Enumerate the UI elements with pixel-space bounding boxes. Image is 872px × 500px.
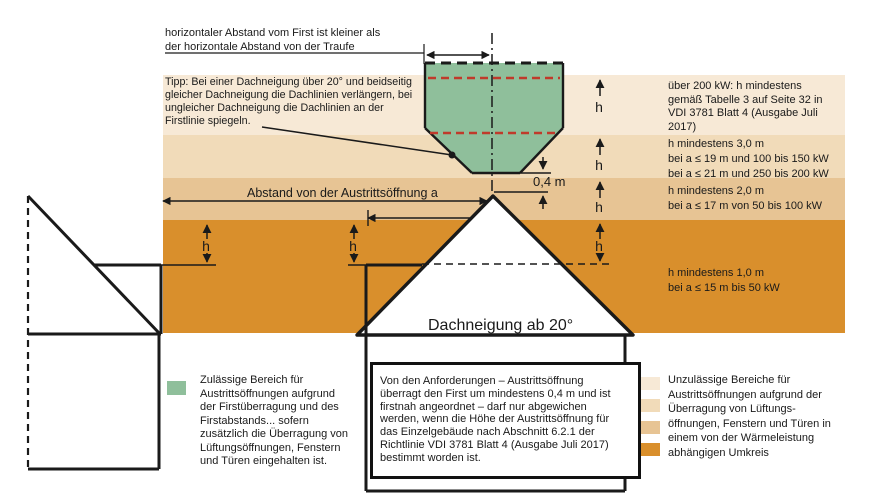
zone2-line: bei a ≤ 19 m und 100 bis 150 kW (668, 153, 829, 165)
legend-allowed-line: Lüftungsöffnungen, Fenstern (200, 441, 341, 454)
requirement-line: das Einzelgebäude nach Abschnitt 6.2.1 d… (380, 426, 595, 439)
requirement-line: überragt den First um mindestens 0,4 m u… (380, 387, 611, 400)
requirement-line: firstnah angeordnet – darf nur abgewiche… (380, 400, 587, 413)
tip-line: Tipp: Bei einer Dachneigung über 20° und… (165, 76, 412, 88)
h-label-mid: h (349, 238, 357, 254)
legend-allowed-line: Firstabstands... sofern (200, 414, 309, 427)
zone2-label: h mindestens 3,0 m bei a ≤ 19 m und 100 … (668, 137, 829, 182)
zone1-line: 2017) (668, 120, 697, 133)
legend-forbidden-line: einem von der Wärmeleistung (668, 432, 815, 444)
zone4-line: h mindestens 1,0 m (668, 267, 764, 279)
legend-allowed-swatch (167, 381, 186, 395)
legend-band4-swatch (641, 443, 660, 456)
legend-band1-swatch (641, 377, 660, 390)
h-label-band2: h (595, 157, 603, 173)
zone1-label: über 200 kW: h mindestens gemäß Tabelle … (668, 80, 823, 134)
center-house-roof (355, 194, 635, 337)
legend-allowed-line: Austrittsöffnungen aufgrund (200, 387, 335, 400)
top-note: horizontaler Abstand vom First ist klein… (165, 27, 380, 54)
zone3-line: h mindestens 2,0 m (668, 185, 764, 197)
zone3-line: bei a ≤ 17 m von 50 bis 100 kW (668, 200, 823, 212)
legend-swatches (167, 377, 660, 456)
requirement-line: Richtlinie VDI 3781 Blatt 4 (Ausgabe Jul… (380, 438, 609, 451)
legend-forbidden-line: Überragung von Lüftungs- (668, 403, 796, 415)
zone2-line: h mindestens 3,0 m (668, 138, 764, 150)
legend-allowed-line: zusätzlich die Überragung von (200, 428, 348, 440)
h-label-band1: h (595, 99, 603, 115)
legend-forbidden-line: abhängigen Umkreis (668, 446, 769, 459)
allowed-area-fill (425, 63, 563, 173)
allowed-area-right-chamfer (519, 127, 564, 174)
requirement-line: Von den Anforderungen – Austrittsöffnung (380, 375, 584, 387)
zone1-line: über 200 kW: h mindestens (668, 80, 802, 92)
h-dimension-arrows (202, 79, 605, 263)
ridge-clearance-label: 0,4 m (533, 174, 566, 189)
tip-line: ungleicher Dachneigung die Dachlinien an… (165, 102, 384, 114)
h-label-band3: h (595, 199, 603, 215)
legend-allowed-line: Zulässige Bereich für (200, 374, 304, 386)
requirement-box: Von den Anforderungen – Austrittsöffnung… (370, 362, 641, 479)
zone1-line: gemäß Tabelle 3 auf Seite 32 in (668, 93, 823, 106)
ridge-offset-dimension (165, 44, 490, 64)
h-label-left: h (202, 238, 210, 254)
tip-pointer-line (261, 126, 453, 156)
legend-band3-swatch (641, 421, 660, 434)
h-label-band4: h (595, 238, 603, 254)
legend-allowed-line: der Firstüberragung und des (200, 401, 339, 413)
distance-a-dimension (162, 196, 488, 226)
allowed-outlet-area (423, 61, 565, 175)
top-note-line: der horizontale Abstand von der Traufe (165, 40, 355, 53)
legend-band2-swatch (641, 399, 660, 412)
legend-allowed-line: und Türen eingehalten ist. (200, 455, 327, 467)
zone3-label: h mindestens 2,0 m bei a ≤ 17 m von 50 b… (668, 184, 822, 214)
zone4-label: h mindestens 1,0 m bei a ≤ 15 m bis 50 k… (668, 266, 780, 296)
legend-forbidden-line: öffnungen, Fenstern und Türen in (668, 417, 831, 430)
tip-pointer-dot (448, 151, 456, 159)
h-labels: h h h h h h (202, 99, 603, 254)
legend-forbidden-text: Unzulässige Bereiche für Austrittsöffnun… (668, 373, 831, 460)
allowed-area-left-chamfer (424, 127, 473, 174)
zone2-line: bei a ≤ 21 m und 250 bis 200 kW (668, 168, 829, 180)
tip-pointer (261, 126, 456, 159)
zone1-line: VDI 3781 Blatt 4 (Ausgabe Juli (668, 107, 818, 119)
legend-allowed-text: Zulässige Bereich für Austrittsöffnungen… (200, 374, 348, 469)
allowed-area-outline (423, 63, 565, 175)
distance-a-label: Abstand von der Austrittsöffnung a (247, 186, 438, 200)
left-house (26, 194, 216, 471)
legend-forbidden-line: Unzulässige Bereiche für (668, 374, 791, 386)
tip-line: Firstlinie spiegeln. (165, 115, 251, 127)
requirement-line: bestimmt worden ist. (380, 451, 481, 464)
roof-pitch-label: Dachneigung ab 20° (428, 317, 573, 334)
tip-note: Tipp: Bei einer Dachneigung über 20° und… (165, 76, 412, 128)
zone4-line: bei a ≤ 15 m bis 50 kW (668, 282, 780, 294)
ridge-clearance-dimension (494, 157, 551, 209)
tip-line: gleicher Dachneigung die Dachlinien verl… (165, 89, 413, 101)
top-note-line: horizontaler Abstand vom First ist klein… (165, 27, 381, 39)
requirement-line: werden, wenn die Höhe der Austrittsöffnu… (380, 413, 610, 426)
legend-forbidden-line: Austrittsöffnungen aufgrund der (668, 388, 822, 401)
